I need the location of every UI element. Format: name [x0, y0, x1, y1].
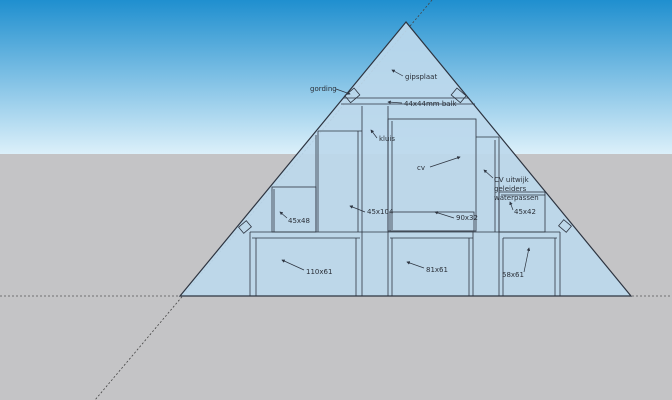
label-gording: gording: [310, 85, 337, 93]
gording-low-right: [558, 219, 572, 233]
label-gipsplaat: gipsplaat: [405, 73, 437, 81]
label-cv: cv: [417, 164, 425, 172]
gording-right: [450, 87, 467, 104]
label-90x32: 90x32: [456, 214, 478, 222]
label-45x42: 45x42: [514, 208, 536, 216]
label-45x104: 45x104: [367, 208, 394, 216]
label-81x61: 81x61: [426, 266, 448, 274]
leaders: [279, 69, 531, 273]
framing: [238, 87, 572, 296]
label-cv-uitwijk: CV uitwijk: [494, 176, 530, 184]
gable-triangle[interactable]: [178, 21, 633, 297]
label-balk: 44x44mm balk: [404, 100, 457, 108]
box-90x32: [389, 211, 475, 232]
label-45x48: 45x48: [288, 217, 310, 225]
label-geleiders: geleiders: [494, 185, 527, 193]
label-110x61: 110x61: [306, 268, 332, 276]
gording-low-left: [238, 220, 252, 234]
label-kluis: kluis: [379, 135, 395, 143]
label-waterpassen: waterpassen: [494, 194, 539, 202]
label-58x61: 58x61: [502, 271, 524, 279]
